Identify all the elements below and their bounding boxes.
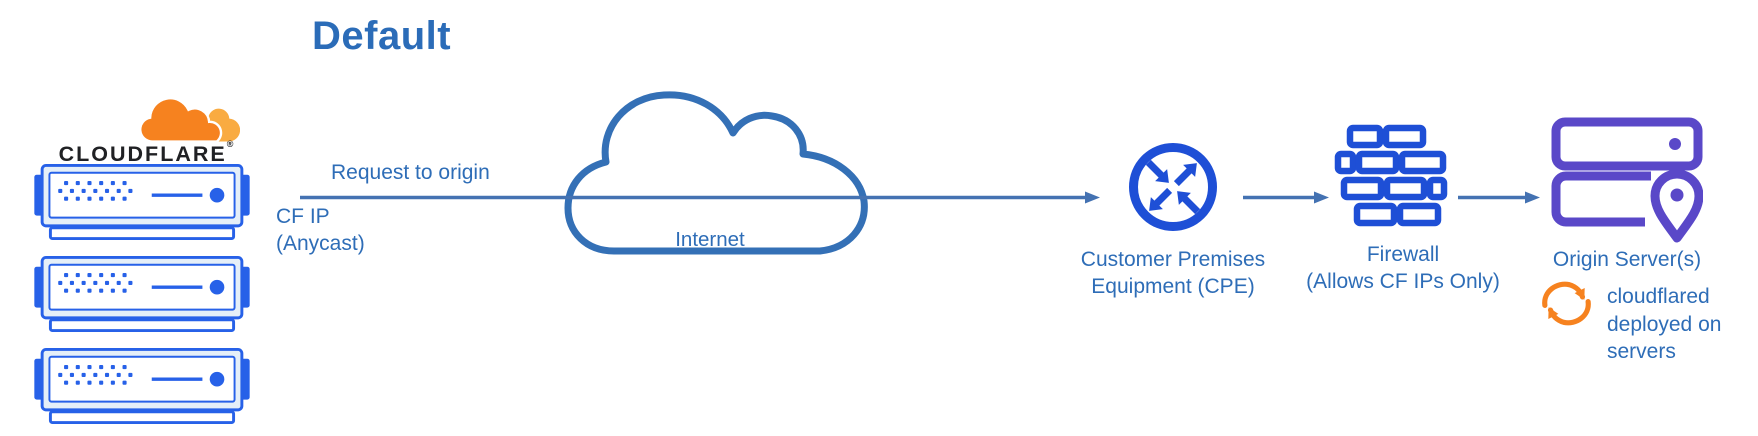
firewall-label: Firewall (Allows CF IPs Only) — [1283, 241, 1523, 295]
cloudflared-note-line: deployed on — [1607, 312, 1722, 336]
cloudflare-server-icon — [34, 164, 250, 240]
arrowhead-icon — [1085, 191, 1100, 204]
cloudflare-wordmark: CLOUDFLARE® — [40, 139, 252, 167]
registered-mark: ® — [226, 139, 234, 149]
cpe-label: Customer Premises Equipment (CPE) — [1060, 246, 1286, 300]
arrowhead-icon — [1314, 191, 1329, 204]
cf-ip-line: (Anycast) — [276, 231, 365, 255]
cloudflared-note-line: servers — [1607, 340, 1676, 363]
cf-ip-line: CF IP — [276, 205, 330, 228]
cloudflared-note: cloudflared deployed on servers — [1607, 283, 1721, 366]
request-to-origin-label: Request to origin — [331, 161, 490, 184]
diagram-title: Default — [312, 14, 452, 58]
sync-arrows-icon — [1542, 281, 1591, 326]
origin-server-label: Origin Server(s) — [1552, 248, 1702, 271]
internet-label: Internet — [675, 228, 745, 251]
router-icon — [1129, 143, 1217, 231]
cloudflare-server-icon — [34, 256, 250, 332]
cloudflare-logo-cloud-icon — [139, 97, 240, 142]
arrowhead-icon — [1525, 191, 1540, 204]
firewall-label-line: (Allows CF IPs Only) — [1306, 270, 1500, 293]
cpe-label-line: Equipment (CPE) — [1091, 275, 1255, 298]
cf-ip-anycast-label: CF IP (Anycast) — [276, 204, 365, 257]
cpe-label-line: Customer Premises — [1080, 248, 1266, 271]
internet-cloud-icon — [564, 91, 868, 255]
firewall-label-line: Firewall — [1366, 243, 1440, 266]
origin-server-location-icon — [1551, 117, 1703, 243]
brick-wall-icon — [1334, 124, 1448, 227]
brand-name: CLOUDFLARE — [58, 142, 227, 166]
cloudflared-note-line: cloudflared — [1607, 285, 1710, 308]
cloudflare-server-icon — [34, 348, 250, 424]
